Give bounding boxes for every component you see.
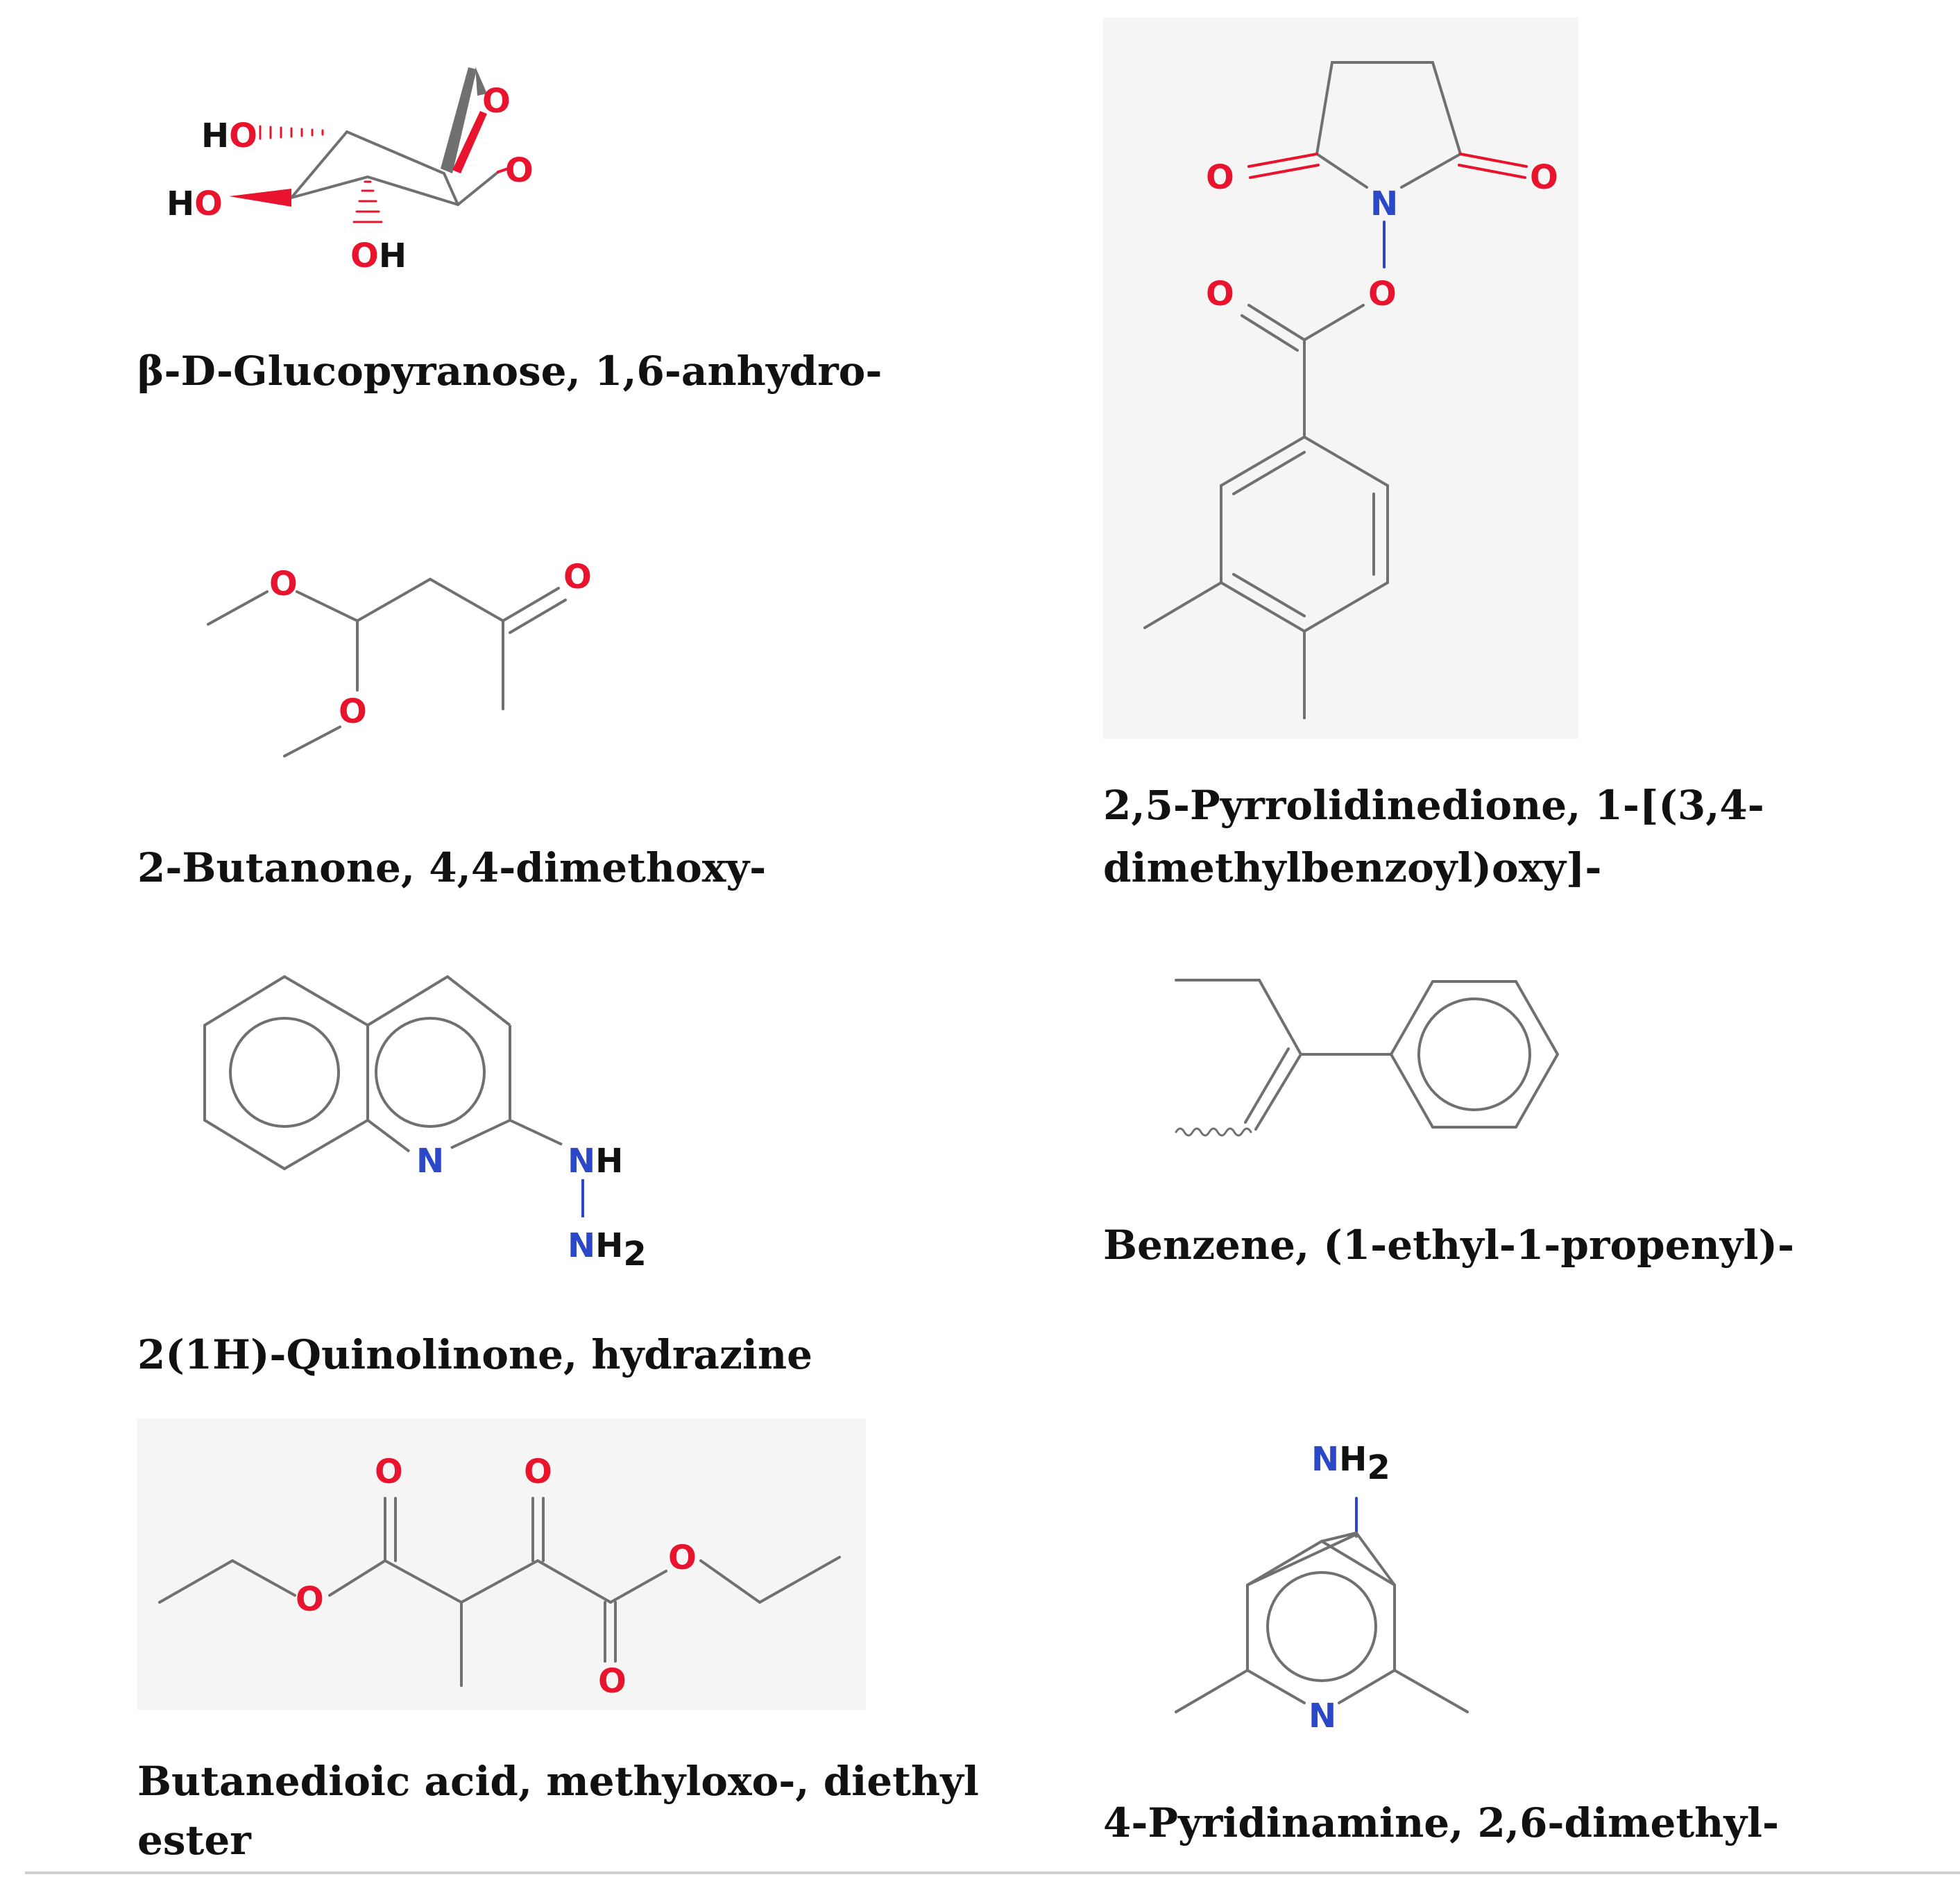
caption-pyrrolidinedione-line2: dimethylbenzoyl)oxy]- xyxy=(1103,844,1602,891)
glucopyranose-ho-top-label: HO xyxy=(201,117,257,155)
glucopyranose-oh-label: OH xyxy=(350,237,407,275)
butanedioic-oxygen-ester-right: O xyxy=(668,1538,697,1577)
pyrrolidinedione-structure xyxy=(1143,61,1528,719)
glucopyranose-structure xyxy=(229,67,511,223)
caption-pyridinamine: 4-Pyridinamine, 2,6-dimethyl- xyxy=(1103,1799,1780,1846)
butanone-oxygen-methoxy-2: O xyxy=(339,692,367,731)
glucopyranose-ho-left-label: HO xyxy=(167,185,223,223)
pyrrolidinedione-oxygen-right-carbonyl: O xyxy=(1530,158,1558,197)
caption-pyrrolidinedione-line1: 2,5-Pyrrolidinedione, 1-[(3,4- xyxy=(1103,782,1764,829)
pyridinamine-structure xyxy=(1175,1497,1469,1713)
pyridinamine-nh2-label: NH2 xyxy=(1311,1440,1390,1487)
glucopyranose-ring-oxygen-right: O xyxy=(505,151,534,190)
caption-butanedioic-line1: Butanedioic acid, methyloxo-, diethyl xyxy=(137,1758,979,1805)
pyrrolidinedione-oxygen-ester-carbonyl: O xyxy=(1206,275,1234,314)
quinolinone-nh-label: NH xyxy=(568,1142,623,1181)
butanedioic-structure-panel xyxy=(137,1418,866,1710)
quinolinone-nh2-label: NH2 xyxy=(568,1226,647,1274)
caption-benzene: Benzene, (1-ethyl-1-propenyl)- xyxy=(1103,1221,1795,1269)
caption-quinolinone: 2(1H)-Quinolinone, hydrazine xyxy=(137,1331,813,1378)
butanone-oxygen-carbonyl: O xyxy=(563,558,592,597)
pyrrolidinedione-ring-nitrogen: N xyxy=(1370,185,1398,223)
butanedioic-oxygen-carbonyl-1: O xyxy=(375,1452,403,1491)
butanedioic-oxygen-carbonyl-2: O xyxy=(524,1452,552,1491)
butanedioic-oxygen-ester-left: O xyxy=(296,1580,324,1619)
quinolinone-ring-nitrogen: N xyxy=(416,1142,444,1181)
butanedioic-oxygen-carbonyl-3: O xyxy=(598,1662,627,1701)
butanedioic-structure xyxy=(158,1497,841,1687)
butanone-structure xyxy=(207,578,567,757)
butanone-oxygen-methoxy-1: O xyxy=(269,565,298,603)
caption-glucopyranose: β-D-Glucopyranose, 1,6-anhydro- xyxy=(137,348,883,395)
pyrrolidinedione-structure-panel xyxy=(1103,17,1578,739)
pyrrolidinedione-oxygen-n-o: O xyxy=(1368,275,1397,314)
caption-butanone: 2-Butanone, 4,4-dimethoxy- xyxy=(137,844,767,891)
benzene-structure xyxy=(1175,979,1560,1137)
quinolinone-structure xyxy=(203,975,584,1217)
pyridinamine-ring-nitrogen: N xyxy=(1309,1697,1336,1735)
glucopyranose-ring-oxygen-top: O xyxy=(482,82,511,121)
bottom-divider xyxy=(25,1871,1960,1874)
pyrrolidinedione-oxygen-left-carbonyl: O xyxy=(1206,158,1234,197)
caption-butanedioic-line2: ester xyxy=(137,1817,251,1864)
